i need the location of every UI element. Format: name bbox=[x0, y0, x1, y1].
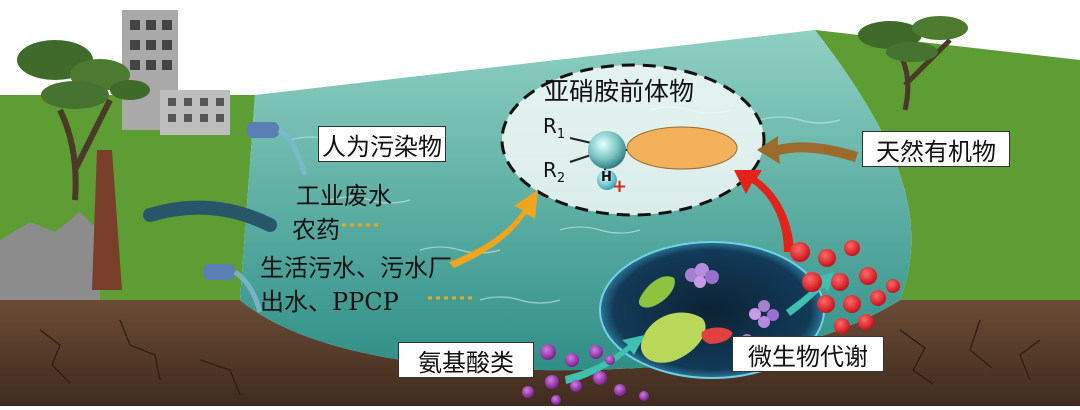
bacterium-green-2 bbox=[638, 276, 675, 308]
arrow-brown bbox=[757, 136, 858, 164]
label-industrial-wastewater: 工业废水 bbox=[296, 182, 392, 210]
bacterium-green-1 bbox=[640, 312, 706, 363]
label-amino-acids: 氨基酸类 bbox=[398, 342, 534, 378]
discharge-stream bbox=[143, 200, 277, 232]
label-microbial-metabolism: 微生物代谢 bbox=[732, 336, 884, 372]
label-domestic-sewage-line1: 生活污水、污水厂 bbox=[260, 254, 452, 282]
label-domestic-sewage-line2: 出水、PPCP bbox=[260, 288, 399, 316]
soil-cracks bbox=[39, 319, 1041, 396]
nitrogen-atom bbox=[588, 131, 626, 169]
r1-symbol: R bbox=[543, 114, 557, 138]
bacterium-red bbox=[701, 327, 733, 344]
organic-moiety-blob bbox=[626, 126, 738, 170]
label-anthropogenic-pollutants: 人为污染物 bbox=[318, 126, 446, 162]
discharge-pipe-lower bbox=[203, 264, 263, 313]
r2-symbol: R bbox=[543, 158, 557, 182]
label-pesticides: 农药 bbox=[292, 216, 340, 244]
soil-layer bbox=[0, 300, 1080, 406]
building-lowrise bbox=[160, 90, 230, 135]
arrow-red bbox=[734, 170, 794, 252]
discharge-pipe-upper bbox=[247, 122, 308, 176]
tree-left bbox=[17, 40, 150, 201]
purple-dots bbox=[522, 344, 649, 405]
hydrogen-atom bbox=[597, 170, 617, 190]
arrow-teal-out bbox=[786, 272, 834, 316]
plus-charge: + bbox=[612, 176, 628, 197]
mountains bbox=[0, 212, 100, 300]
arrow-yellow bbox=[449, 190, 538, 268]
label-r2: R2 bbox=[543, 158, 565, 186]
nitrosamine-molecule bbox=[569, 126, 738, 190]
label-nitrosamine-precursors: 亚硝胺前体物 bbox=[544, 77, 695, 106]
arrow-teal-in bbox=[565, 335, 645, 384]
r1-subscript: 1 bbox=[556, 127, 566, 142]
label-natural-organic-matter: 天然有机物 bbox=[862, 131, 1010, 167]
chimney bbox=[92, 150, 122, 290]
red-dots bbox=[790, 240, 900, 334]
label-r1: R1 bbox=[543, 114, 565, 142]
tree-right bbox=[858, 16, 968, 111]
building-windows bbox=[130, 20, 172, 70]
hydrogen-label: H bbox=[601, 170, 612, 185]
r2-subscript: 2 bbox=[556, 171, 566, 186]
